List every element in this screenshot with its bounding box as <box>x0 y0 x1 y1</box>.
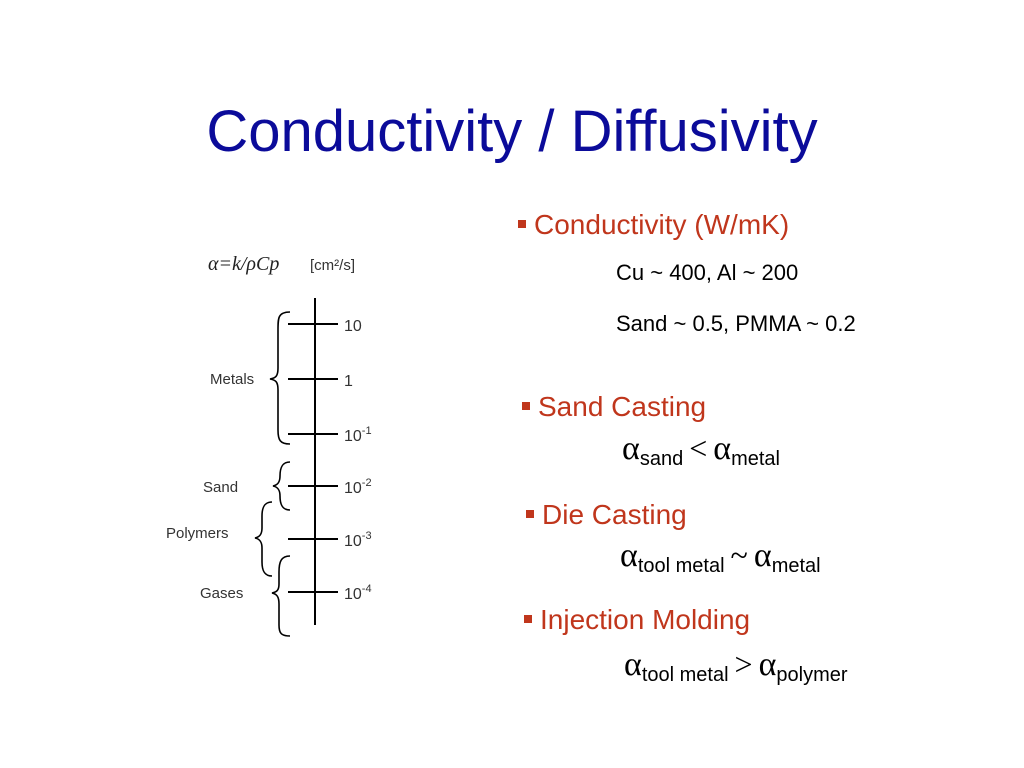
subscript-tool-metal: tool metal <box>637 555 725 577</box>
diffusivity-equation: α=k/ρCp <box>208 253 279 275</box>
tick-label: 10-1 <box>344 425 372 445</box>
subscript-sand: sand <box>639 448 684 470</box>
sand-casting-formula: αsand<αmetal <box>622 430 780 470</box>
brace-gases <box>271 555 291 637</box>
group-label-polymers: Polymers <box>166 525 229 542</box>
injection-molding-formula: αtool metal>αpolymer <box>624 646 848 686</box>
diffusivity-units: [cm²/s] <box>310 257 355 274</box>
bullet-die-casting: Die Casting <box>526 501 687 529</box>
subscript-metal: metal <box>771 555 821 577</box>
bullet-square-icon <box>522 401 530 410</box>
subscript-polymer: polymer <box>776 664 848 686</box>
bullet-square-icon <box>526 509 534 518</box>
diffusivity-scale-diagram: α=k/ρCp [cm²/s] 10 1 10-1 10-2 10-3 10-4 <box>166 253 372 637</box>
subscript-tool-metal: tool metal <box>641 664 729 686</box>
alpha-symbol: α <box>620 537 638 574</box>
bullet-sand-casting-heading: Sand Casting <box>538 391 707 422</box>
tick-label: 10-2 <box>344 477 372 497</box>
alpha-symbol: α <box>758 646 777 683</box>
bullet-die-casting-heading: Die Casting <box>542 499 687 530</box>
greater-than-operator: > <box>734 646 753 682</box>
approx-operator: ~ <box>730 537 748 573</box>
tick-label: 10-3 <box>344 530 372 550</box>
tick-label: 10-4 <box>344 583 372 603</box>
die-casting-formula: αtool metal~αmetal <box>620 537 821 577</box>
brace-polymers <box>254 501 273 577</box>
tick-label: 10 <box>344 318 362 335</box>
tick-label: 1 <box>344 373 353 390</box>
slide-title: Conductivity / Diffusivity <box>206 99 818 164</box>
bullet-sand-casting: Sand Casting <box>522 393 706 421</box>
group-label-gases: Gases <box>200 585 243 602</box>
conductivity-metals-values: Cu ~ 400, Al ~ 200 <box>616 260 799 285</box>
alpha-symbol: α <box>624 646 642 683</box>
alpha-symbol: α <box>713 430 732 467</box>
bullet-conductivity: Conductivity (W/mK) <box>518 211 789 239</box>
bullet-conductivity-heading: Conductivity (W/mK) <box>534 209 790 240</box>
less-than-operator: < <box>689 430 708 466</box>
bullet-square-icon <box>518 219 526 228</box>
alpha-symbol: α <box>622 430 640 467</box>
bullet-injection-molding: Injection Molding <box>524 606 750 634</box>
brace-metals <box>269 311 291 445</box>
brace-sand <box>272 461 291 511</box>
alpha-symbol: α <box>753 537 772 574</box>
group-label-sand: Sand <box>203 479 238 496</box>
subscript-metal: metal <box>731 448 780 470</box>
bullet-injection-molding-heading: Injection Molding <box>540 604 751 635</box>
conductivity-nonmetal-values: Sand ~ 0.5, PMMA ~ 0.2 <box>616 311 856 336</box>
bullet-square-icon <box>524 614 532 623</box>
group-label-metals: Metals <box>210 371 254 388</box>
